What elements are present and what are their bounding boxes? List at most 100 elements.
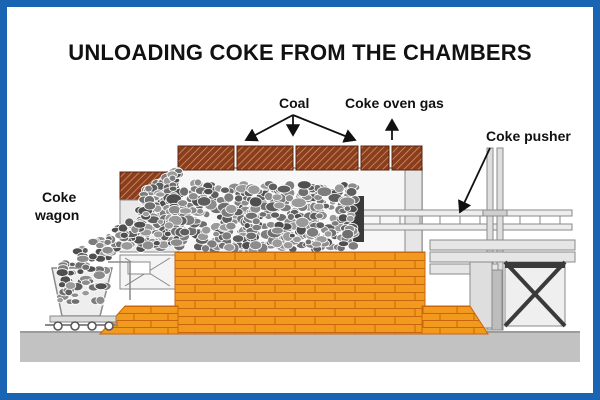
coke-lump <box>225 221 237 231</box>
annotation-arrows <box>244 114 491 214</box>
coke-lump <box>95 295 106 305</box>
coke-lump <box>141 240 155 251</box>
coke-pusher-machine <box>429 147 576 331</box>
coke-lump <box>225 204 238 214</box>
coke-lump <box>120 241 134 251</box>
coke-lump <box>94 282 108 291</box>
coke-lump <box>339 196 356 207</box>
coke-pusher-label: Coke pusher <box>486 128 571 144</box>
coke-lump <box>203 188 214 196</box>
coke-lump <box>144 184 153 193</box>
coke-lump <box>341 228 355 240</box>
wagon-wheel <box>87 321 97 331</box>
coke-lump <box>206 239 218 249</box>
coke-lump <box>177 199 189 207</box>
coke-lump <box>133 220 147 229</box>
coke-lump <box>271 238 283 249</box>
coke-lump <box>271 193 283 202</box>
coke-lump <box>163 221 174 230</box>
coke-lump <box>92 270 106 280</box>
coke-lump <box>315 212 324 220</box>
coke-lump <box>244 211 258 220</box>
coke-lump <box>64 281 77 290</box>
coke-lump <box>101 245 114 255</box>
coke-lump <box>284 194 294 203</box>
coke-lump <box>282 241 294 250</box>
brick-ramp-left <box>98 305 179 335</box>
coke-lump <box>337 240 350 248</box>
coke-lump <box>306 227 320 238</box>
coke-lump <box>201 225 212 235</box>
ground-slab <box>20 332 580 362</box>
coal-hatches <box>177 145 423 171</box>
brick-ramp-right <box>421 305 489 335</box>
coke-lump <box>245 231 258 241</box>
coal-label: Coal <box>279 95 310 111</box>
coke-lump <box>315 221 326 230</box>
coke-lump <box>220 186 230 194</box>
coke-lump <box>141 210 151 217</box>
coke-lump <box>55 268 69 277</box>
coke-lump <box>155 191 166 198</box>
coke-lump <box>251 217 261 226</box>
coke-lump <box>178 207 192 215</box>
coke-lump <box>153 230 164 239</box>
coke-lump <box>276 184 292 194</box>
brick-foundation <box>174 251 426 335</box>
coke-lump <box>88 252 98 261</box>
coke-lump <box>143 201 157 211</box>
coke-lump <box>232 234 245 243</box>
coke-lump <box>152 240 161 247</box>
coke-lump <box>343 205 351 212</box>
coke-lump <box>195 208 204 215</box>
coke-lump <box>95 241 105 249</box>
coke-lump <box>333 183 345 194</box>
coke-lump <box>223 243 236 252</box>
coke-lump <box>81 279 91 286</box>
coke-lump <box>169 238 184 247</box>
wagon-wheel <box>53 321 63 331</box>
coke-lump <box>311 240 323 248</box>
coke-lump <box>258 211 268 218</box>
coke-lump <box>76 268 85 275</box>
coke-lump <box>273 201 286 210</box>
coke-lump <box>68 261 76 267</box>
coke-lump <box>81 290 90 297</box>
coke-lump <box>290 197 307 209</box>
wagon-wheel <box>104 321 114 331</box>
coke-lump <box>248 196 263 208</box>
coke-lump <box>179 227 191 237</box>
wagon-coke-load <box>55 259 112 306</box>
coke-lump <box>221 231 232 241</box>
coke-lump <box>270 211 281 219</box>
coke-lump <box>346 214 355 223</box>
coke-lump <box>57 281 67 289</box>
coke-lump <box>296 180 312 190</box>
coke-lump <box>247 184 261 195</box>
coke-lump <box>81 247 89 254</box>
coke-lump <box>316 186 333 197</box>
coke-pile <box>68 166 361 278</box>
coke-lump <box>124 217 135 228</box>
coke-lump <box>56 297 64 304</box>
coke-lump <box>323 230 333 238</box>
coke-lump <box>168 185 178 192</box>
coke-lump <box>81 263 90 271</box>
coke-lump <box>188 192 199 201</box>
coke-lump <box>304 238 312 246</box>
coke-lump <box>270 226 284 235</box>
page-title: UNLOADING COKE FROM THE CHAMBERS <box>68 40 532 65</box>
coke-lump <box>288 232 296 239</box>
wagon-wheel <box>70 321 80 331</box>
coke-lump <box>347 241 360 251</box>
coke-lump <box>267 182 278 192</box>
coke-lump <box>286 212 295 221</box>
coke-lump <box>193 178 202 187</box>
coke-lump <box>295 216 310 228</box>
coke-lump <box>119 231 129 239</box>
coke-lump <box>330 220 340 227</box>
coke-oven-gas-label: Coke oven gas <box>345 95 444 111</box>
coke-lump <box>64 288 73 296</box>
coke-lump <box>168 204 181 215</box>
